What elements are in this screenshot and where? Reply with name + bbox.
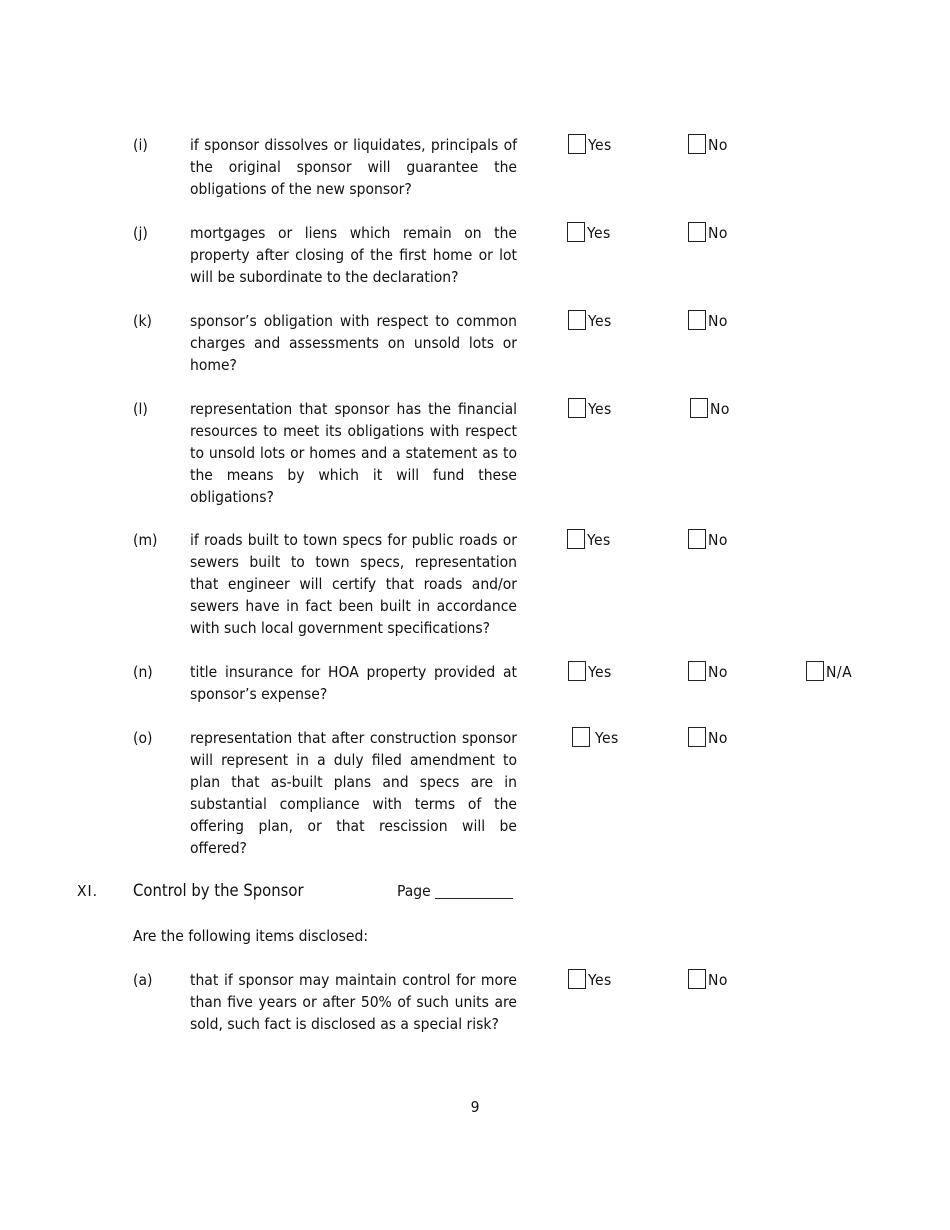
no-label: No [708,136,728,154]
yes-option-i[interactable]: Yes [568,134,612,156]
no-option-l[interactable]: No [690,398,730,420]
section-intro: Are the following items disclosed: [133,927,369,945]
item-label-j: (j) [133,224,148,242]
item-label-m: (m) [133,531,158,549]
na-option-n[interactable]: N/A [806,661,852,683]
yes-label: Yes [588,312,612,330]
yes-label: Yes [595,729,619,747]
item-text-a: that if sponsor may maintain control for… [190,971,517,1033]
yes-checkbox[interactable] [572,727,590,747]
yes-option-a[interactable]: Yes [568,969,612,991]
no-option-o[interactable]: No [688,727,728,749]
no-label: No [708,971,728,989]
yes-option-m[interactable]: Yes [567,529,611,551]
section-title: Control by the Sponsor [133,881,304,900]
no-checkbox[interactable] [690,398,708,418]
na-label: N/A [826,663,853,681]
no-checkbox[interactable] [688,222,706,242]
yes-label: Yes [588,136,612,154]
section-number: XI. [77,882,99,900]
yes-checkbox[interactable] [567,529,585,549]
yes-checkbox[interactable] [568,310,586,330]
yes-label: Yes [587,531,611,549]
no-checkbox[interactable] [688,661,706,681]
no-label: No [708,531,728,549]
no-option-m[interactable]: No [688,529,728,551]
item-text-j: mortgages or liens which remain on the p… [190,224,517,286]
item-text-n: title insurance for HOA property provide… [190,663,517,703]
no-option-j[interactable]: No [688,222,728,244]
no-label: No [708,312,728,330]
na-checkbox[interactable] [806,661,824,681]
page-reference: Page [397,880,513,902]
yes-label: Yes [588,971,612,989]
yes-checkbox[interactable] [568,969,586,989]
no-checkbox[interactable] [688,134,706,154]
page-reference-label: Page [397,882,431,900]
item-label-o: (o) [133,729,153,747]
yes-option-j[interactable]: Yes [567,222,611,244]
no-label: No [708,729,728,747]
yes-checkbox[interactable] [567,222,585,242]
yes-option-o[interactable]: Yes [572,727,619,749]
no-option-k[interactable]: No [688,310,728,332]
no-label: No [708,663,728,681]
yes-label: Yes [587,224,611,242]
item-label-a: (a) [133,971,153,989]
no-label: No [708,224,728,242]
no-checkbox[interactable] [688,969,706,989]
yes-option-n[interactable]: Yes [568,661,612,683]
no-option-n[interactable]: No [688,661,728,683]
item-label-k: (k) [133,312,152,330]
yes-checkbox[interactable] [568,661,586,681]
yes-checkbox[interactable] [568,134,586,154]
item-text-k: sponsor’s obligation with respect to com… [190,312,517,374]
yes-option-k[interactable]: Yes [568,310,612,332]
item-label-l: (l) [133,400,148,418]
yes-label: Yes [588,663,612,681]
item-label-n: (n) [133,663,153,681]
no-option-i[interactable]: No [688,134,728,156]
no-checkbox[interactable] [688,727,706,747]
page-number-blank[interactable] [434,882,513,899]
item-text-i: if sponsor dissolves or liquidates, prin… [190,136,517,198]
yes-label: Yes [588,400,612,418]
no-option-a[interactable]: No [688,969,728,991]
yes-option-l[interactable]: Yes [568,398,612,420]
no-checkbox[interactable] [688,529,706,549]
yes-checkbox[interactable] [568,398,586,418]
page-number: 9 [470,1098,480,1116]
item-text-o: representation that after construction s… [190,729,517,857]
no-label: No [710,400,730,418]
item-text-m: if roads built to town specs for public … [190,531,517,637]
item-label-i: (i) [133,136,148,154]
no-checkbox[interactable] [688,310,706,330]
item-text-l: representation that sponsor has the fina… [190,400,517,506]
